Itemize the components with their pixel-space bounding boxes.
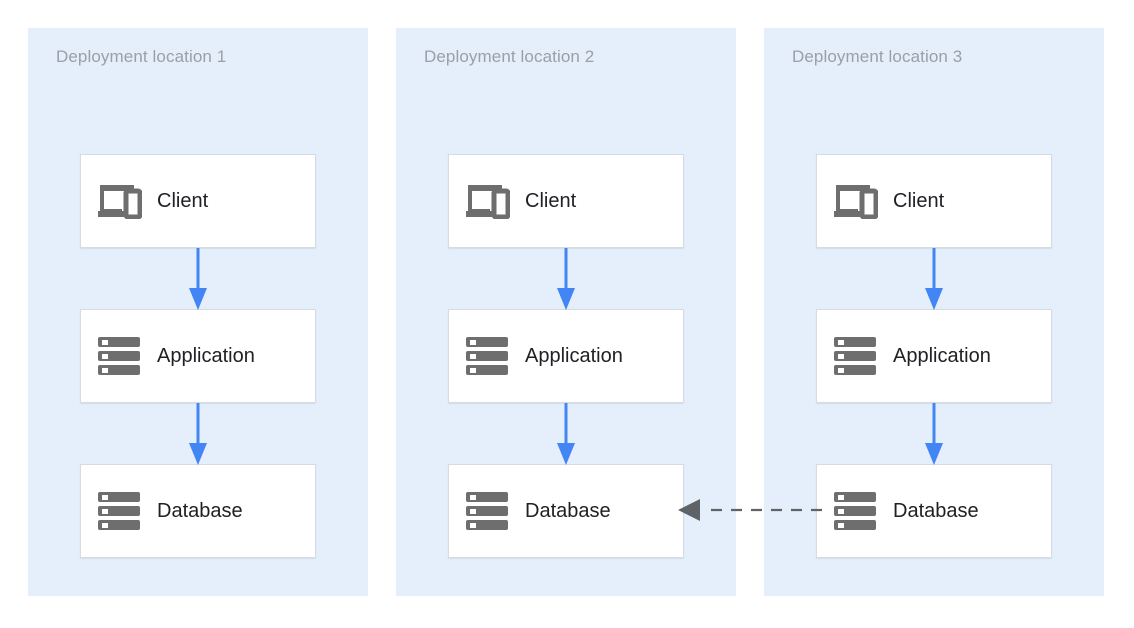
node-label: Application: [893, 345, 991, 367]
server-icon: [81, 336, 157, 376]
devices-icon: [81, 183, 157, 219]
server-icon: [449, 491, 525, 531]
node-client-2[interactable]: Client: [448, 154, 684, 248]
node-client-3[interactable]: Client: [816, 154, 1052, 248]
node-app-1[interactable]: Application: [80, 309, 316, 403]
node-label: Client: [157, 190, 209, 212]
node-label: Application: [157, 345, 255, 367]
node-label: Client: [525, 190, 577, 212]
node-database-1[interactable]: Database: [80, 464, 316, 558]
node-app-2[interactable]: Application: [448, 309, 684, 403]
node-client-1[interactable]: Client: [80, 154, 316, 248]
zone-title-1: Deployment location 1: [56, 47, 227, 66]
node-label: Client: [893, 190, 945, 212]
server-icon: [449, 336, 525, 376]
zone-title-2: Deployment location 2: [424, 47, 595, 66]
node-label: Database: [157, 500, 243, 522]
node-database-2[interactable]: Database: [448, 464, 684, 558]
node-label: Application: [525, 345, 623, 367]
server-icon: [817, 491, 893, 531]
node-label: Database: [893, 500, 979, 522]
server-icon: [817, 336, 893, 376]
server-icon: [81, 491, 157, 531]
devices-icon: [449, 183, 525, 219]
node-database-3[interactable]: Database: [816, 464, 1052, 558]
node-label: Database: [525, 500, 611, 522]
node-app-3[interactable]: Application: [816, 309, 1052, 403]
devices-icon: [817, 183, 893, 219]
zone-title-3: Deployment location 3: [792, 47, 963, 66]
